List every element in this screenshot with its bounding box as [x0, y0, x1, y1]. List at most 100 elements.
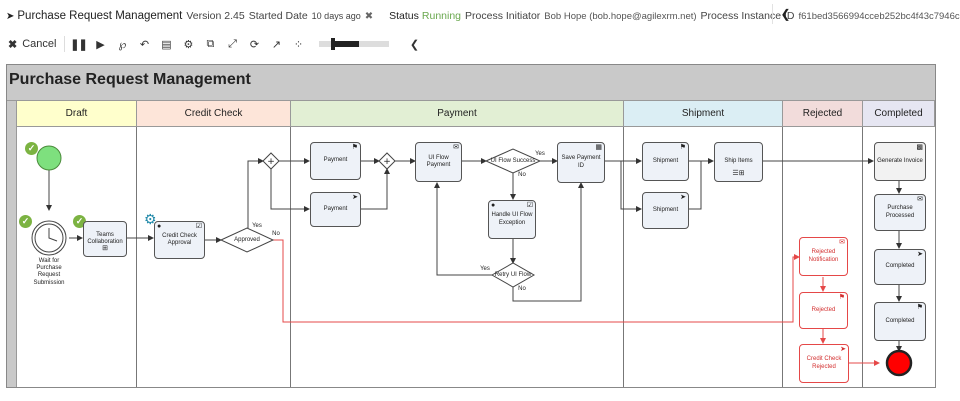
close-icon: ✖	[8, 38, 18, 51]
document-button[interactable]: ▤	[155, 33, 177, 55]
play-button[interactable]: ▶	[89, 33, 111, 55]
task-label: Purchase Processed	[885, 205, 915, 219]
lane-header-draft: Draft	[17, 101, 137, 127]
task-label: Shipment	[652, 157, 679, 164]
collapse-toolbar-button[interactable]: ❮	[403, 33, 425, 55]
instance-label: Process Instance ID	[700, 10, 795, 22]
copy-icon: ⧉	[206, 37, 215, 50]
pause-button[interactable]: ❚❚	[67, 33, 89, 55]
lane-header-completed: Completed	[863, 101, 935, 127]
retry-gateway-label: Retry UI Flow	[494, 272, 532, 278]
step-button[interactable]: ℘	[111, 33, 133, 55]
rejected-notification-task[interactable]: ✉ Rejected Notification	[799, 237, 848, 276]
version-label: Version 2.45	[186, 10, 245, 22]
task-label: Payment	[323, 157, 348, 164]
shipment-task-1[interactable]: ⚑ Shipment	[642, 142, 689, 181]
rejected-task[interactable]: ⚑ Rejected	[799, 292, 848, 329]
process-title: Purchase Request Management	[17, 10, 183, 22]
check-box-icon: ☑	[195, 223, 202, 230]
payment-task-2[interactable]: ➤ Payment	[310, 192, 361, 227]
user-icon: ●	[491, 202, 496, 209]
cancel-button[interactable]: ✖ Cancel	[6, 33, 62, 55]
task-label: Rejected	[811, 306, 836, 313]
save-payment-id-task[interactable]: ▦ Save Payment ID	[557, 142, 605, 183]
expand-icon: ⤢	[228, 37, 237, 50]
pool-side-bar	[7, 101, 17, 387]
send-icon: ➤	[352, 194, 358, 201]
credit-check-approval-task[interactable]: ● ☑ Credit Check Approval	[154, 221, 205, 259]
clear-icon[interactable]: ✖	[364, 10, 374, 22]
copy-button[interactable]: ⧉	[199, 33, 221, 55]
user-icon: ●	[157, 223, 162, 230]
task-label: Payment	[323, 205, 348, 212]
initiator-label: Process Initiator	[465, 10, 541, 22]
envelope-icon: ✉	[917, 196, 923, 203]
retry-gateway	[490, 262, 536, 288]
external-link-icon: ↗	[271, 38, 282, 51]
generate-invoice-task[interactable]: ▩ Generate Invoice	[874, 142, 926, 181]
gear-icon: ⚙	[144, 211, 157, 227]
reply-icon: ↶	[139, 38, 150, 51]
initiator-value: Bob Hope (bob.hope@agilexrm.net)	[544, 10, 697, 22]
lane-label: Rejected	[802, 108, 843, 119]
end-event	[885, 349, 913, 377]
svg-text:+: +	[383, 157, 391, 167]
subprocess-marker-icon: ⊞	[102, 245, 108, 253]
flag-icon: ⚑	[838, 294, 845, 301]
payment-task-1[interactable]: ⚑ Payment	[310, 142, 361, 180]
chevron-left-icon: ❮	[409, 38, 420, 51]
task-label: UI Flow Payment	[426, 154, 451, 169]
lane-shipment	[624, 127, 783, 387]
parallel-split-gateway	[262, 152, 280, 170]
loading-button[interactable]: ⁘	[287, 33, 309, 55]
multi-instance-subprocess-icon: ☰⊞	[732, 170, 745, 178]
wait-event-label: Wait for Purchase Request Submission	[33, 258, 65, 286]
fit-button[interactable]: ⤢	[221, 33, 243, 55]
calculator-icon: ▦	[595, 144, 602, 151]
svg-text:+: +	[267, 157, 275, 167]
lane-payment	[291, 127, 624, 387]
toolbar: ✖ Cancel ❚❚ ▶ ℘ ↶ ▤ ⚙ ⧉ ⤢ ⟳ ↗ ⁘ ❮	[6, 33, 425, 55]
started-label: Started Date	[248, 10, 308, 22]
teams-collaboration-task[interactable]: Teams Collaboration ⊞	[83, 221, 127, 257]
zoom-slider-handle[interactable]	[331, 38, 336, 50]
settings-button[interactable]: ⚙	[177, 33, 199, 55]
task-label: Teams Collaboration	[87, 231, 123, 246]
approved-gateway	[219, 227, 275, 253]
task-label: Shipment	[652, 206, 679, 213]
completed-check-icon: ✓	[25, 142, 38, 155]
no-label: No	[518, 286, 526, 292]
send-icon: ➤	[917, 251, 923, 258]
task-label: Handle UI Flow Exception	[491, 212, 533, 226]
zoom-slider[interactable]	[319, 38, 390, 50]
step-icon: ℘	[118, 38, 127, 51]
open-external-button[interactable]: ↗	[265, 33, 287, 55]
process-header: ➤ Purchase Request Management Version 2.…	[6, 6, 960, 26]
share-icon[interactable]: ➤	[6, 10, 15, 22]
cancel-label: Cancel	[22, 38, 57, 50]
lane-header-payment: Payment	[291, 101, 624, 127]
lane-label: Shipment	[681, 108, 725, 119]
collapse-header-button[interactable]: ❮	[772, 4, 798, 24]
task-label: Rejected Notification	[808, 249, 839, 263]
lane-draft	[17, 127, 137, 387]
completed-task-1[interactable]: ➤ Completed	[874, 249, 926, 285]
approved-gateway-label: Approved	[234, 237, 260, 243]
handle-ui-flow-exception-task[interactable]: ● ☑ Handle UI Flow Exception	[488, 200, 536, 239]
purchase-processed-task[interactable]: ✉ Purchase Processed	[874, 194, 926, 231]
completed-task-2[interactable]: ⚑ Completed	[874, 302, 926, 341]
ui-flow-payment-task[interactable]: ✉ UI Flow Payment	[415, 142, 462, 182]
yes-label: Yes	[252, 223, 262, 229]
credit-check-rejected-task[interactable]: ➤ Credit Check Rejected	[799, 344, 849, 383]
lane-header-rejected: Rejected	[783, 101, 863, 127]
zoom-slider-fill	[333, 41, 360, 47]
shipment-task-2[interactable]: ➤ Shipment	[642, 192, 689, 229]
undo-button[interactable]: ↶	[133, 33, 155, 55]
lane-header-shipment: Shipment	[624, 101, 783, 127]
task-label: Ship Items	[724, 158, 753, 165]
flag-icon: ⚑	[916, 304, 923, 311]
document-icon: ▤	[161, 38, 172, 51]
chat-icon: ✉	[453, 144, 459, 151]
refresh-button[interactable]: ⟳	[243, 33, 265, 55]
ship-items-task[interactable]: Ship Items ☰⊞	[714, 142, 763, 182]
